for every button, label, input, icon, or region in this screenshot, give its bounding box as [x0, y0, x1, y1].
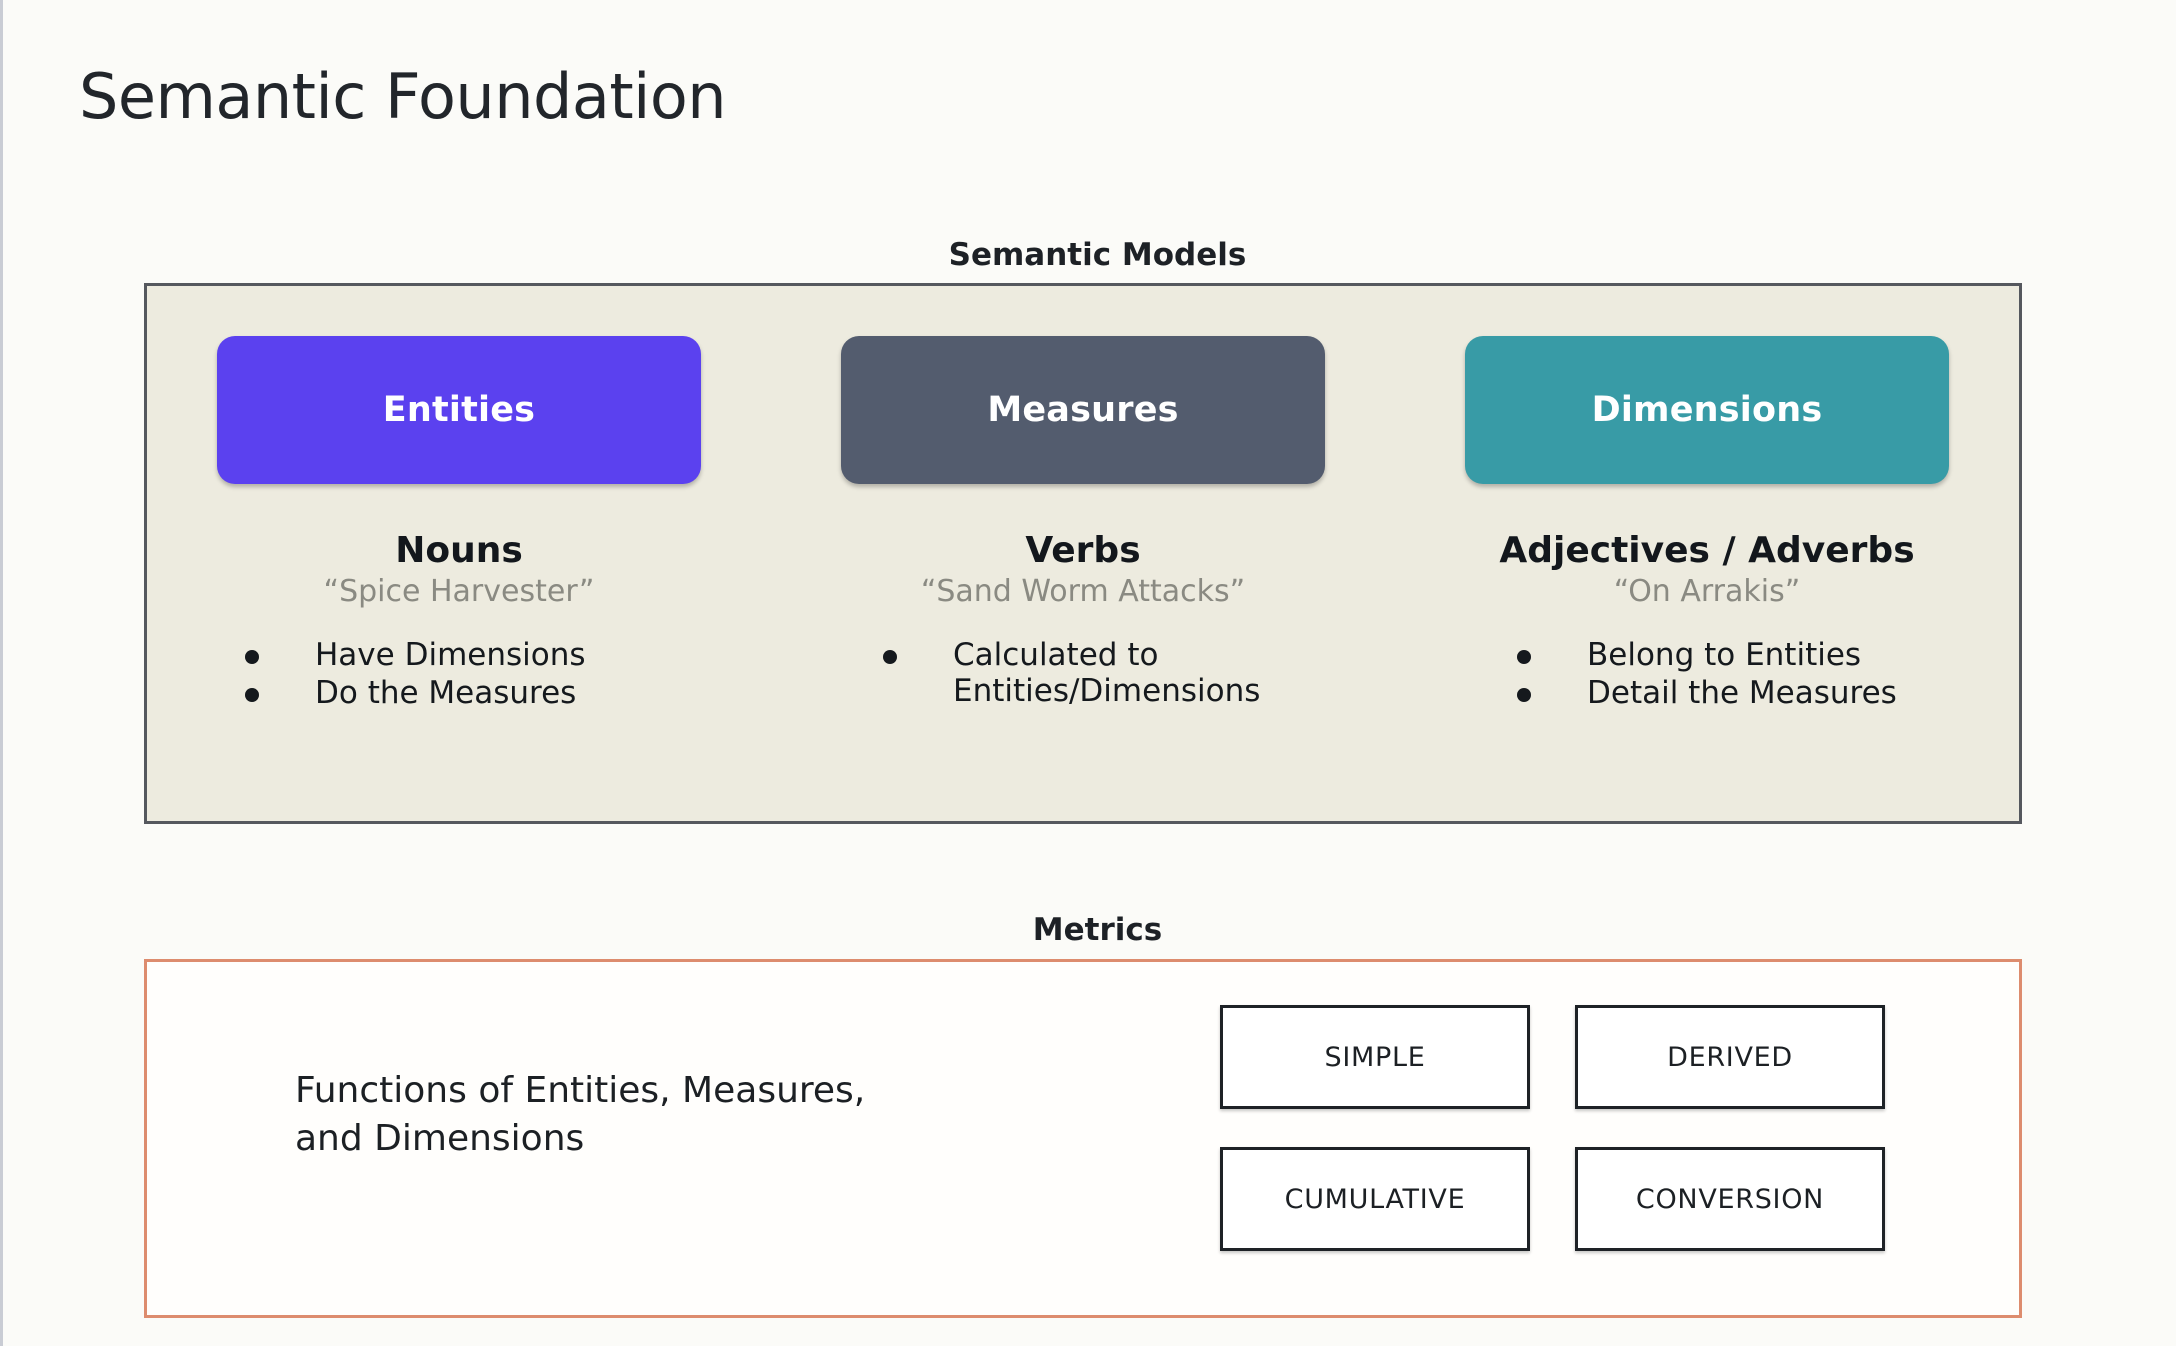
metrics-description: Functions of Entities, Measures, and Dim… [295, 1070, 866, 1159]
semantic-models-caption: Semantic Models [3, 237, 2176, 273]
metrics-type-grid: SIMPLE DERIVED CUMULATIVE CONVERSION [1220, 1005, 1885, 1251]
list-item-label: Have Dimensions [315, 636, 586, 673]
semantic-models-columns: Entities Nouns “Spice Harvester” Have Di… [147, 286, 2019, 821]
list-item-label: Belong to Entities [1587, 636, 1862, 673]
entities-bullet-list: Have Dimensions Do the Measures [147, 637, 771, 714]
measures-bullet-list: Calculated to Entities/Dimensions [771, 637, 1395, 712]
metrics-caption-text: Metrics [1032, 912, 1163, 948]
measures-example: “Sand Worm Attacks” [920, 573, 1246, 609]
bullet-dot-icon [883, 649, 897, 664]
metric-type-cumulative[interactable]: CUMULATIVE [1220, 1147, 1530, 1251]
measures-pill[interactable]: Measures [841, 336, 1325, 484]
list-item-label: Detail the Measures [1587, 675, 1897, 712]
dimensions-example: “On Arrakis” [1613, 573, 1801, 609]
metric-type-derived[interactable]: DERIVED [1575, 1005, 1885, 1109]
list-item: Detail the Measures [1517, 675, 1897, 712]
bullet-dot-icon [245, 688, 259, 703]
metrics-caption: Metrics [3, 912, 2176, 948]
bullet-dot-icon [1517, 688, 1531, 703]
entities-example: “Spice Harvester” [323, 573, 595, 609]
bullet-dot-icon [245, 649, 259, 664]
semantic-column-dimensions: Dimensions Adjectives / Adverbs “On Arra… [1395, 286, 2019, 821]
bullet-dot-icon [1517, 649, 1531, 664]
dimensions-pill[interactable]: Dimensions [1465, 336, 1949, 484]
list-item: Belong to Entities [1517, 637, 1861, 674]
list-item: Have Dimensions [245, 637, 586, 674]
entities-part-of-speech: Nouns [395, 530, 523, 571]
metric-type-simple[interactable]: SIMPLE [1220, 1005, 1530, 1109]
list-item-label: Do the Measures [315, 675, 577, 712]
metrics-panel: Functions of Entities, Measures, and Dim… [144, 959, 2022, 1318]
dimensions-bullet-list: Belong to Entities Detail the Measures [1395, 637, 2019, 714]
page-title: Semantic Foundation [79, 60, 727, 133]
semantic-models-panel: Entities Nouns “Spice Harvester” Have Di… [144, 283, 2022, 824]
list-item: Do the Measures [245, 675, 576, 712]
list-item-label: Calculated to Entities/Dimensions [953, 636, 1261, 710]
semantic-models-caption-text: Semantic Models [948, 237, 1247, 273]
semantic-column-entities: Entities Nouns “Spice Harvester” Have Di… [147, 286, 771, 821]
entities-pill[interactable]: Entities [217, 336, 701, 484]
dimensions-part-of-speech: Adjectives / Adverbs [1499, 530, 1915, 571]
measures-part-of-speech: Verbs [1025, 530, 1141, 571]
semantic-column-measures: Measures Verbs “Sand Worm Attacks” Calcu… [771, 286, 1395, 821]
list-item: Calculated to Entities/Dimensions [883, 637, 1260, 710]
metric-type-conversion[interactable]: CONVERSION [1575, 1147, 1885, 1251]
